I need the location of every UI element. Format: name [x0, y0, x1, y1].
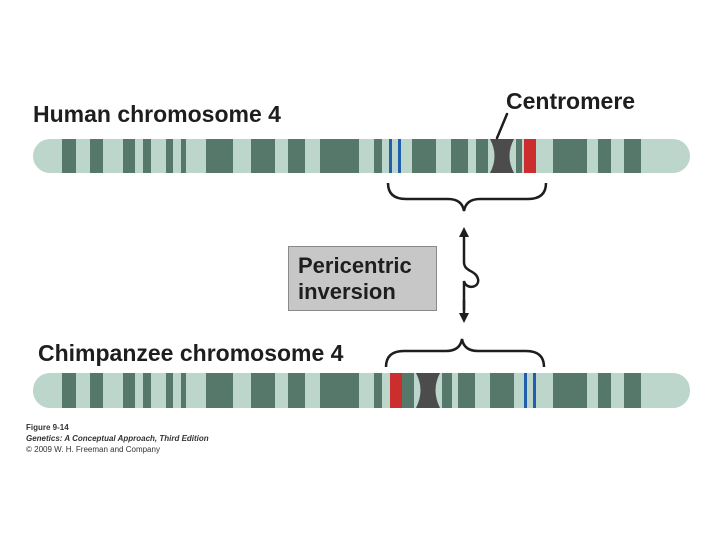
inversion-loop — [462, 244, 480, 310]
human-band — [451, 139, 468, 173]
chimp-band — [458, 373, 475, 408]
inversion-label-line2: inversion — [298, 279, 396, 304]
chimp-band — [62, 373, 76, 408]
human-inversion-brace — [386, 182, 548, 212]
human-band — [374, 139, 382, 173]
figure-number: Figure 9-14 — [26, 423, 69, 432]
human-band — [476, 139, 488, 173]
chimp-band — [402, 373, 414, 408]
chimp-band — [553, 373, 587, 408]
human-band — [598, 139, 611, 173]
copyright: © 2009 W. H. Freeman and Company — [26, 445, 160, 454]
chimp-band — [288, 373, 305, 408]
chimp-chromosome — [33, 373, 690, 408]
human-blue-marker — [398, 139, 401, 173]
human-band — [90, 139, 103, 173]
human-band — [62, 139, 76, 173]
human-band — [251, 139, 275, 173]
chimp-blue-marker — [533, 373, 536, 408]
chimp-band — [143, 373, 151, 408]
human-band — [181, 139, 186, 173]
centromere-pointer-line — [495, 112, 509, 140]
chimp-band — [624, 373, 641, 408]
human-band — [320, 139, 359, 173]
centromere-label: Centromere — [506, 88, 636, 114]
chimp-inversion-brace — [384, 338, 546, 368]
human-band — [166, 139, 173, 173]
human-red-marker — [524, 139, 536, 173]
chimp-band — [251, 373, 275, 408]
inversion-label-line1: Pericentric — [298, 253, 412, 278]
human-band — [288, 139, 305, 173]
human-band — [206, 139, 233, 173]
human-blue-marker — [389, 139, 392, 173]
human-band — [553, 139, 587, 173]
chimp-band — [123, 373, 135, 408]
chimp-band — [374, 373, 382, 408]
human-centromere — [490, 139, 514, 173]
chimp-band — [206, 373, 233, 408]
chimp-bands — [62, 373, 641, 408]
figure-credit: Figure 9-14 Genetics: A Conceptual Appro… — [26, 422, 209, 455]
chimp-band — [598, 373, 611, 408]
chimp-band — [320, 373, 359, 408]
human-band — [624, 139, 641, 173]
chimp-red-marker — [390, 373, 402, 408]
human-band — [516, 139, 522, 173]
human-band — [412, 139, 436, 173]
chimp-band — [181, 373, 186, 408]
human-chromosome-title: Human chromosome 4 — [33, 101, 281, 127]
human-bands — [62, 139, 641, 173]
human-chromosome — [33, 139, 690, 173]
chimp-band — [90, 373, 103, 408]
book-title: Genetics: A Conceptual Approach, Third E… — [26, 434, 209, 443]
chimp-blue-marker — [524, 373, 527, 408]
chimp-centromere — [416, 373, 440, 408]
human-band — [143, 139, 151, 173]
chimp-band — [442, 373, 452, 408]
pericentric-inversion-box: Pericentric inversion — [288, 246, 437, 311]
chimp-band — [166, 373, 173, 408]
chimp-band — [490, 373, 514, 408]
human-band — [123, 139, 135, 173]
chimp-chromosome-title: Chimpanzee chromosome 4 — [38, 340, 344, 366]
